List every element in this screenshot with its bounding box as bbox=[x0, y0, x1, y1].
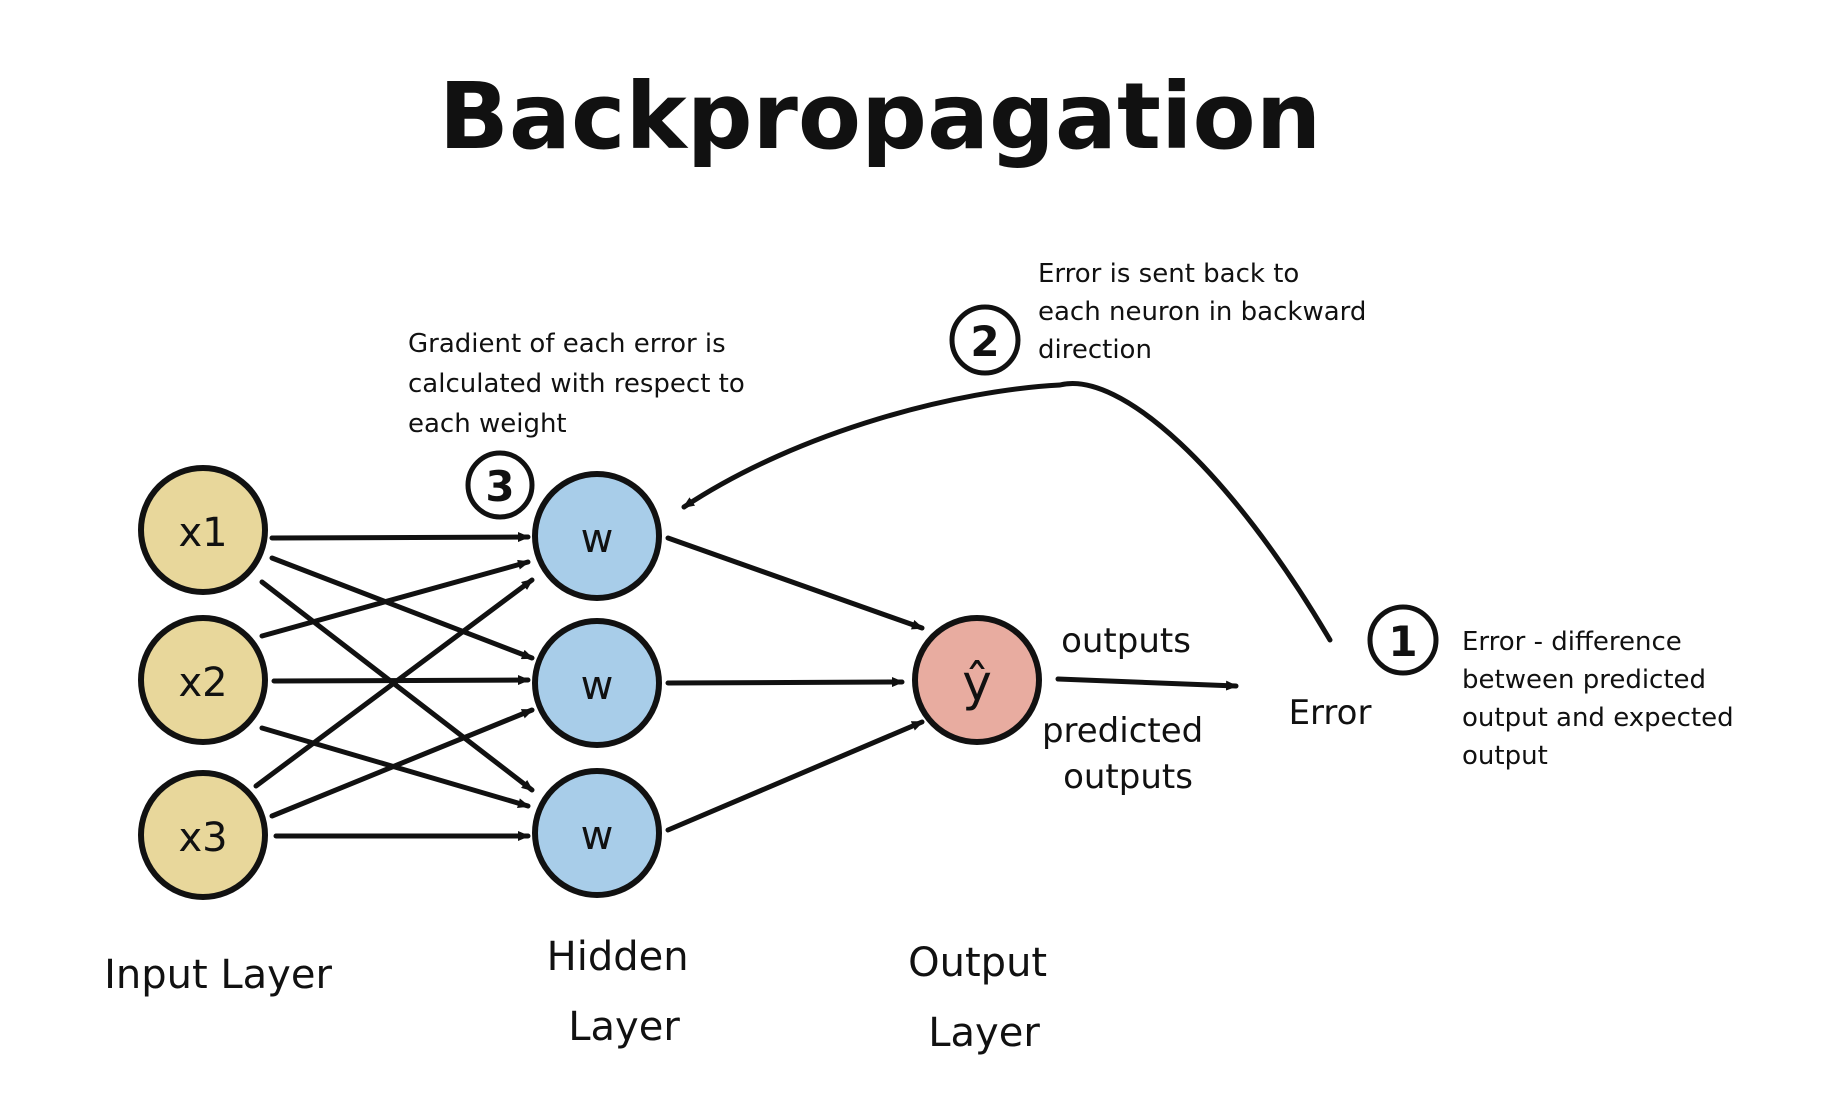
input-hidden-connections bbox=[253, 532, 535, 841]
edge-h3-out bbox=[665, 719, 925, 833]
predicted-outputs-label: predicted outputs bbox=[1042, 711, 1214, 797]
annotation-line: Gradient of each error is bbox=[408, 329, 726, 359]
step-1-number: 1 bbox=[1388, 617, 1417, 666]
annotation-line: each weight bbox=[408, 409, 567, 439]
edge-h2-out bbox=[665, 677, 905, 688]
hidden-layer-label: Hidden Layer bbox=[547, 934, 702, 1050]
hidden-layer-label-line: Layer bbox=[568, 1004, 680, 1050]
input-node-x1-label: x1 bbox=[178, 510, 227, 556]
step-1-text: Error - difference between predicted outpu… bbox=[1462, 627, 1734, 771]
output-layer-label-line: Layer bbox=[928, 1010, 1040, 1056]
hidden-output-connections bbox=[665, 535, 925, 833]
output-node-label: ŷ bbox=[962, 654, 992, 712]
edge-x3-h2 bbox=[269, 707, 535, 819]
hidden-layer-label-line: Hidden bbox=[547, 934, 689, 980]
error-label: Error bbox=[1289, 693, 1372, 733]
step-2-text: Error is sent back to each neuron in back… bbox=[1038, 259, 1366, 365]
input-node-x2-circle bbox=[138, 615, 268, 745]
hidden-node-2-label: w bbox=[581, 663, 614, 709]
edge-x1-h2 bbox=[269, 555, 535, 661]
annotation-line: Error is sent back to bbox=[1038, 259, 1299, 289]
annotation-line: calculated with respect to bbox=[408, 369, 745, 399]
annotation-line: direction bbox=[1038, 335, 1152, 365]
input-node-x1: x1 bbox=[138, 465, 268, 595]
step-2-number: 2 bbox=[970, 317, 999, 366]
hidden-node-3: w bbox=[532, 768, 662, 898]
input-node-x1-circle bbox=[138, 465, 268, 595]
input-node-x2-label: x2 bbox=[178, 660, 227, 706]
input-node-x3: x3 bbox=[138, 770, 268, 900]
input-node-x3-circle bbox=[138, 770, 268, 900]
annotation-line: output bbox=[1462, 741, 1548, 771]
edge-h1-out bbox=[665, 535, 925, 631]
step-2: 2 Error is sent back to each neuron in ba… bbox=[949, 259, 1366, 376]
input-node-x2: x2 bbox=[138, 615, 268, 745]
annotation-line: output and expected bbox=[1462, 703, 1734, 733]
step-3: 3 Gradient of each error is calculated wi… bbox=[408, 329, 745, 520]
hidden-node-1-circle bbox=[532, 471, 662, 601]
output-layer-label-line: Output bbox=[908, 940, 1047, 986]
outputs-arrow bbox=[1055, 676, 1239, 691]
annotation-line: between predicted bbox=[1462, 665, 1706, 695]
backward-error-arrow bbox=[681, 381, 1333, 643]
output-layer-label: Output Layer bbox=[908, 940, 1060, 1056]
input-node-x3-label: x3 bbox=[178, 815, 227, 861]
annotation-line: each neuron in backward bbox=[1038, 297, 1366, 327]
step-3-text: Gradient of each error is calculated with… bbox=[408, 329, 745, 439]
predicted-outputs-line: outputs bbox=[1063, 757, 1193, 797]
edge-x3-h1 bbox=[253, 577, 535, 789]
edge-x1-h1 bbox=[269, 532, 531, 543]
step-3-badge bbox=[465, 450, 535, 520]
outputs-label: outputs bbox=[1061, 621, 1191, 661]
input-layer: x1 x2 x3 bbox=[138, 465, 268, 900]
annotation-line: Error - difference bbox=[1462, 627, 1682, 657]
output-node-circle bbox=[912, 615, 1042, 745]
hidden-node-1: w bbox=[532, 471, 662, 601]
step-1: 1 Error - difference between predicted out… bbox=[1367, 604, 1734, 771]
step-2-badge bbox=[949, 304, 1021, 376]
hidden-node-2-circle bbox=[532, 618, 662, 748]
predicted-outputs-line: predicted bbox=[1042, 711, 1203, 751]
hidden-node-3-label: w bbox=[581, 813, 614, 859]
diagram-title: Backpropagation bbox=[439, 63, 1321, 170]
output-node: ŷ bbox=[912, 615, 1042, 745]
hidden-node-1-label: w bbox=[581, 516, 614, 562]
hidden-layer: w w w bbox=[532, 471, 662, 898]
hidden-node-2: w bbox=[532, 618, 662, 748]
hidden-node-3-circle bbox=[532, 768, 662, 898]
input-layer-label: Input Layer bbox=[104, 952, 332, 998]
edge-x1-h3 bbox=[259, 579, 535, 793]
step-1-badge bbox=[1367, 604, 1439, 676]
step-3-number: 3 bbox=[485, 462, 514, 511]
edge-x2-h1 bbox=[259, 559, 531, 639]
